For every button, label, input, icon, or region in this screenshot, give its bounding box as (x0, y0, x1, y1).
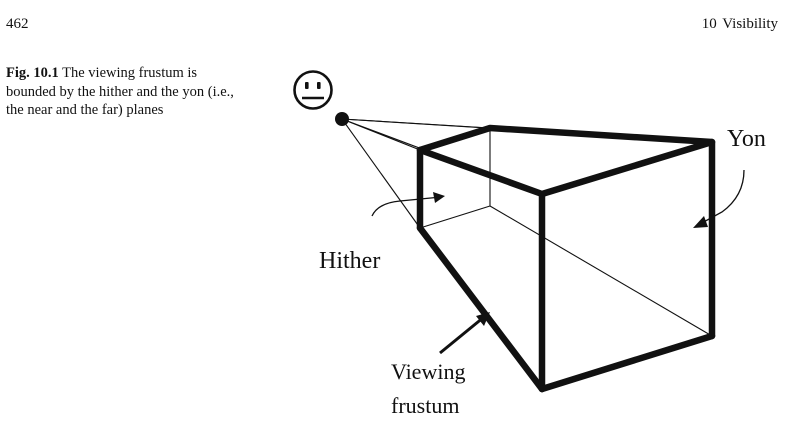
viewing-frustum-label-line2: frustum (391, 393, 459, 418)
viewing-frustum-pointer-arrow (439, 312, 490, 355)
figure-caption-text: The viewing frustum is bounded by the hi… (6, 65, 234, 118)
viewing-frustum-label-line1: Viewing (391, 359, 465, 384)
frustum-bottom-left-edge (416, 224, 546, 393)
running-head: 10 Visibility (701, 16, 778, 32)
hidden-edges (419, 128, 713, 337)
eye-point-icon (335, 112, 349, 126)
hither-pointer-arrow (371, 192, 445, 217)
hidden-edge-near-bottom (419, 205, 491, 229)
far-bottom-edge (538, 332, 716, 393)
hither-label: Hither (319, 248, 380, 274)
figure-label: Fig. 10.1 (6, 65, 59, 81)
neutral-face-icon (293, 70, 333, 110)
hidden-edge-bottom-diagonal (489, 205, 713, 337)
frustum-edges (416, 124, 716, 393)
page-number: 462 (6, 16, 29, 32)
figure-caption: Fig. 10.1 The viewing frustum is bounded… (6, 64, 236, 120)
yon-pointer-arrow (693, 169, 745, 228)
hither-plane-outline (416, 124, 716, 198)
yon-label: Yon (727, 126, 766, 152)
projection-line-down (341, 118, 421, 229)
